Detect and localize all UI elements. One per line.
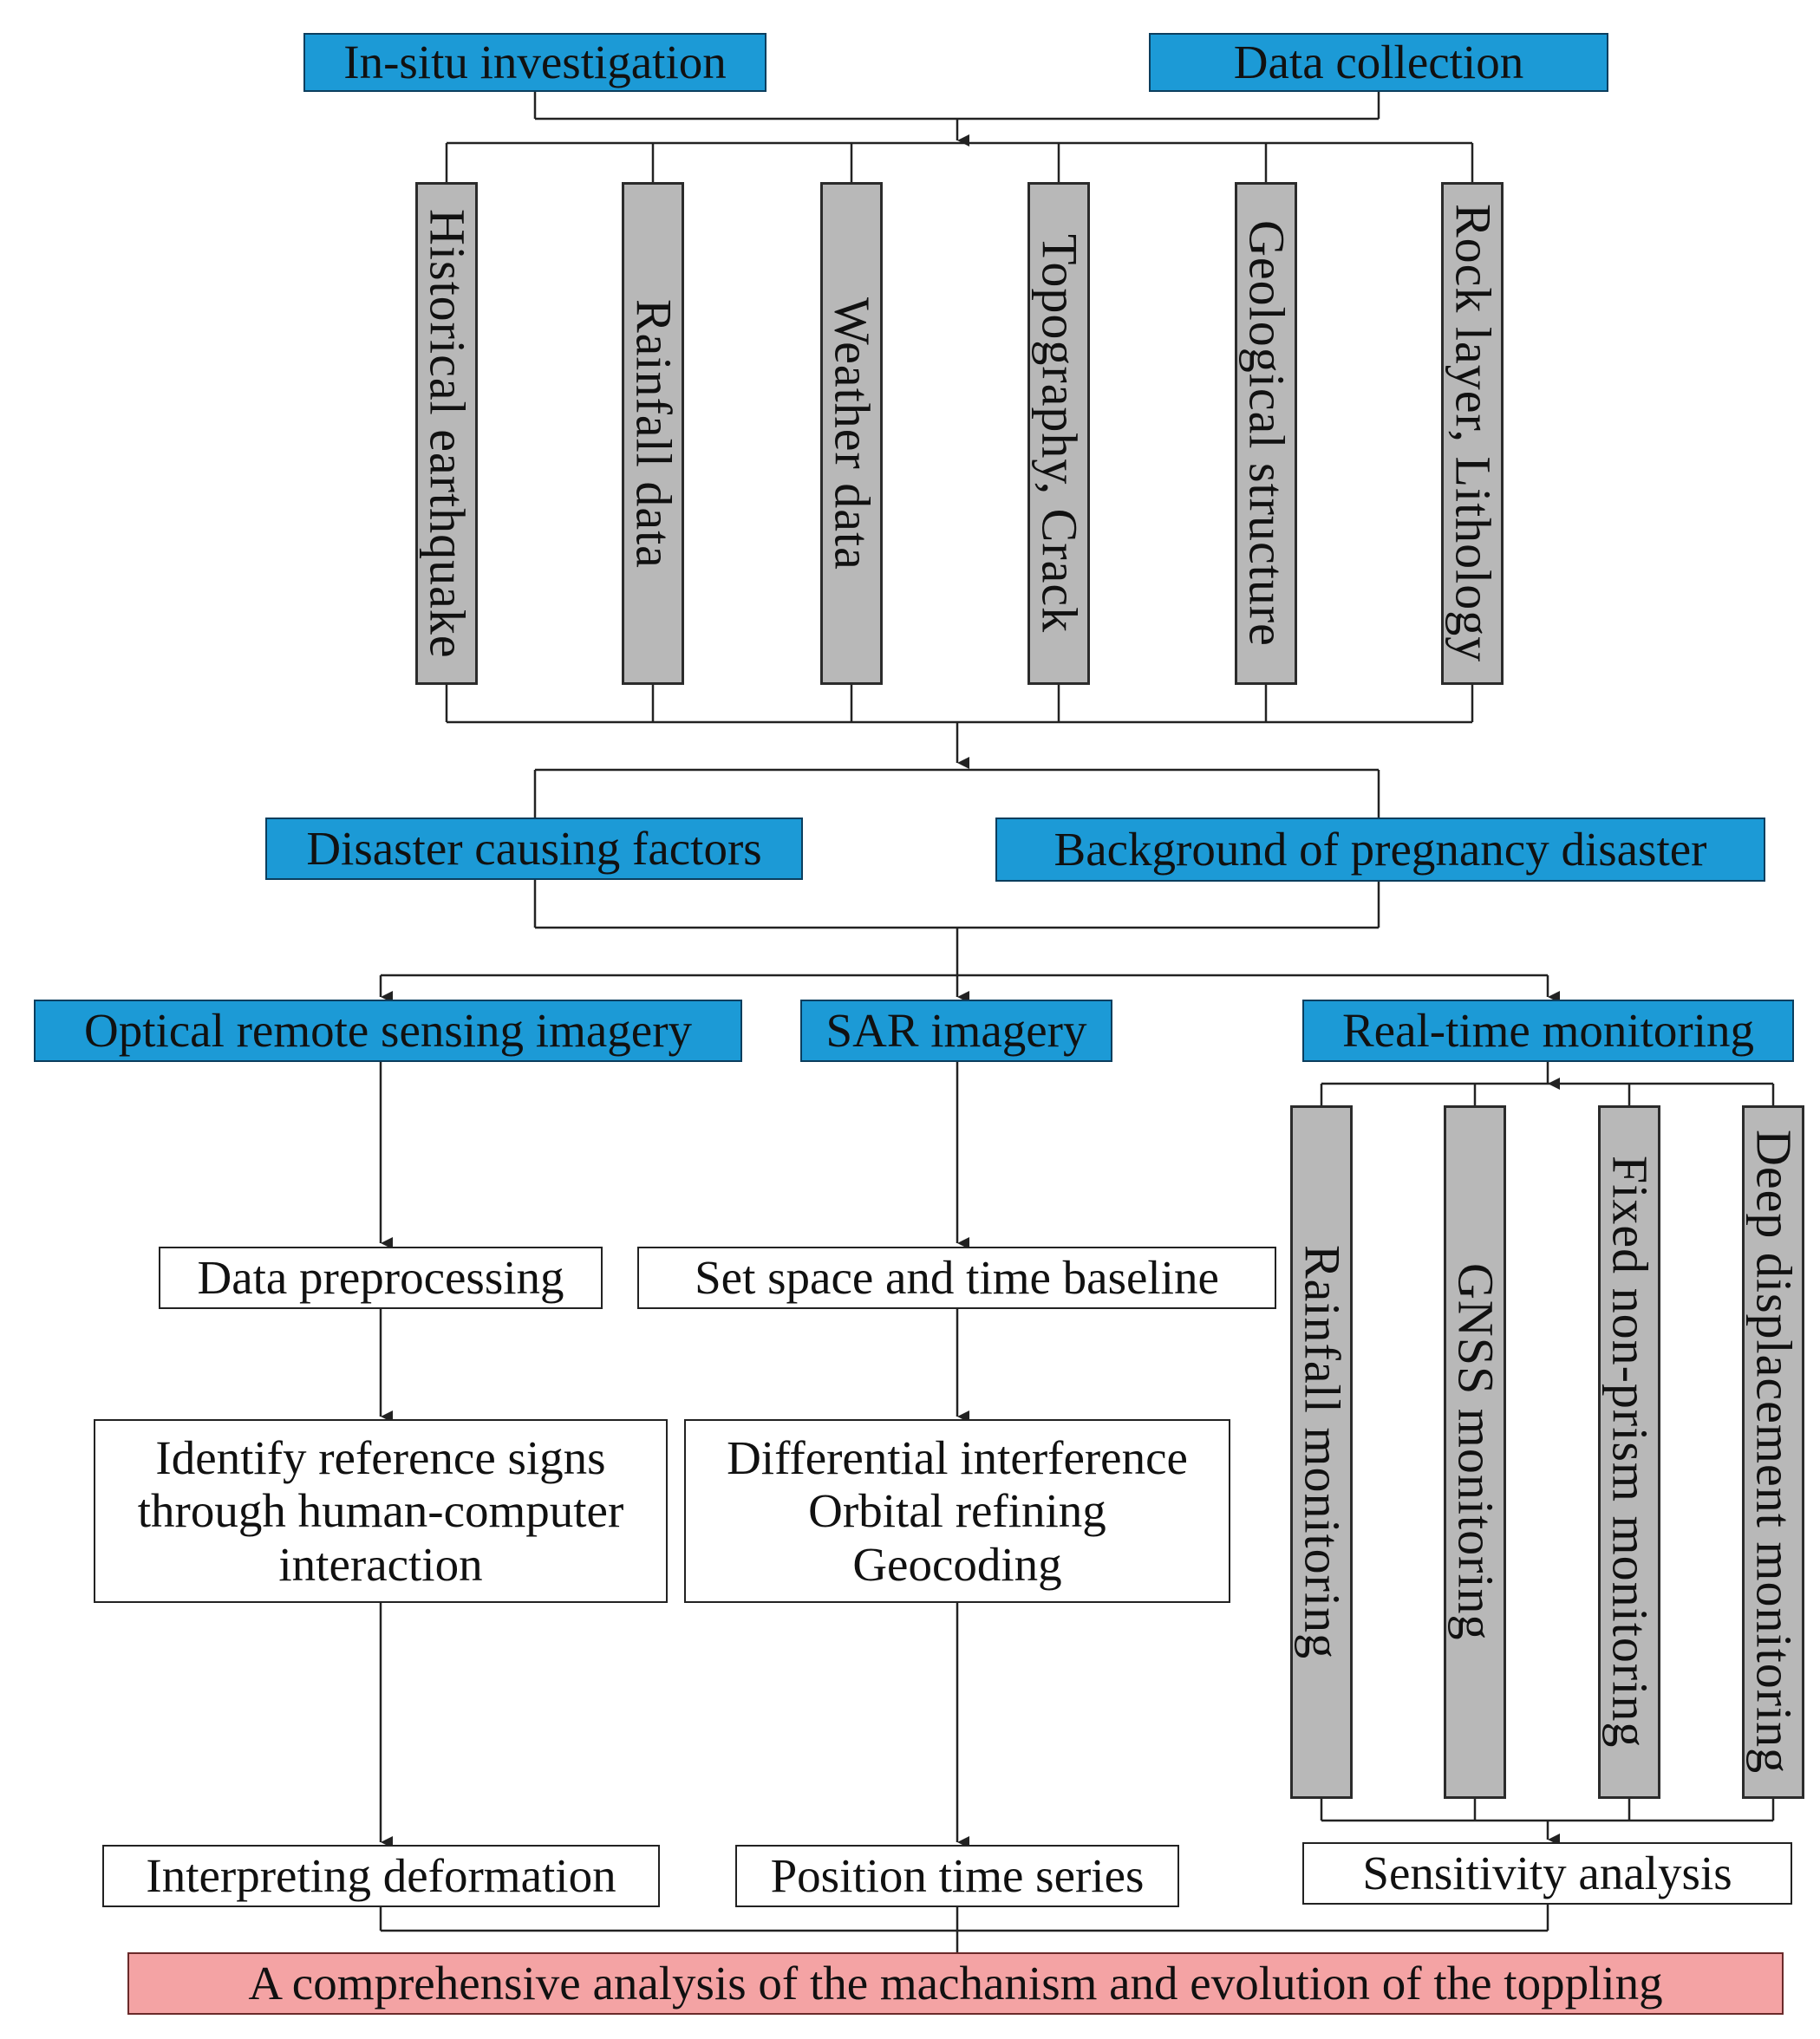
monitoring-box-rainfall: Rainfall monitoring — [1290, 1105, 1353, 1799]
position-time-series-box: Position time series — [735, 1845, 1179, 1907]
factor-label: Weather data — [824, 296, 881, 570]
monitoring-label: Deep displacement monitoring — [1745, 1130, 1803, 1775]
factor-box-topography-crack: Topography, Crack — [1027, 182, 1090, 685]
sar-imagery-label: SAR imagery — [825, 1004, 1087, 1058]
realtime-monitoring-box: Real-time monitoring — [1302, 1000, 1794, 1062]
monitoring-label: Fixed non-prism monitoring — [1601, 1156, 1659, 1749]
realtime-monitoring-label: Real-time monitoring — [1341, 1004, 1755, 1058]
sensitivity-analysis-box: Sensitivity analysis — [1302, 1842, 1792, 1905]
data-preprocessing-label: Data preprocessing — [197, 1251, 564, 1305]
monitoring-box-gnss: GNSS monitoring — [1444, 1105, 1506, 1799]
pregnancy-background-label: Background of pregnancy disaster — [1054, 823, 1707, 876]
factor-label: Topography, Crack — [1031, 233, 1088, 634]
interpreting-deformation-box: Interpreting deformation — [102, 1845, 660, 1907]
set-baseline-label: Set space and time baseline — [695, 1251, 1219, 1305]
data-preprocessing-box: Data preprocessing — [159, 1247, 603, 1309]
factor-box-weather-data: Weather data — [820, 182, 883, 685]
position-time-series-label: Position time series — [770, 1849, 1145, 1903]
conclusion-label: A comprehensive analysis of the machanis… — [248, 1957, 1663, 2010]
factor-box-historical-earthquake: Historical earthquake — [415, 182, 478, 685]
data-collection-box: Data collection — [1149, 33, 1608, 92]
monitoring-box-deep-displacement: Deep displacement monitoring — [1742, 1105, 1804, 1799]
set-baseline-box: Set space and time baseline — [637, 1247, 1276, 1309]
sensitivity-analysis-label: Sensitivity analysis — [1362, 1847, 1732, 1900]
conclusion-box: A comprehensive analysis of the machanis… — [127, 1952, 1784, 2015]
in-situ-investigation-label: In-situ investigation — [343, 36, 727, 89]
disaster-causing-factors-box: Disaster causing factors — [265, 818, 803, 880]
identify-reference-signs-box: Identify reference signs through human-c… — [94, 1419, 668, 1603]
monitoring-box-fixed-non-prism: Fixed non-prism monitoring — [1598, 1105, 1660, 1799]
sar-processing-box: Differential interference Orbital refini… — [684, 1419, 1230, 1603]
optical-imagery-box: Optical remote sensing imagery — [34, 1000, 742, 1062]
pregnancy-background-box: Background of pregnancy disaster — [995, 818, 1765, 882]
factor-label: Historical earthquake — [419, 208, 476, 659]
optical-imagery-label: Optical remote sensing imagery — [83, 1004, 693, 1058]
interpreting-deformation-label: Interpreting deformation — [146, 1849, 616, 1903]
data-collection-label: Data collection — [1233, 36, 1524, 89]
factor-box-rock-layer-lithology: Rock layer, Lithology — [1441, 182, 1504, 685]
monitoring-label: Rainfall monitoring — [1294, 1244, 1351, 1660]
factor-label: Geological structure — [1238, 220, 1295, 647]
identify-reference-signs-label: Identify reference signs through human-c… — [137, 1430, 624, 1591]
factor-box-geological-structure: Geological structure — [1235, 182, 1297, 685]
factor-label: Rainfall data — [625, 298, 682, 569]
monitoring-label: GNSS monitoring — [1447, 1263, 1504, 1641]
factor-label: Rock layer, Lithology — [1445, 204, 1502, 663]
disaster-causing-factors-label: Disaster causing factors — [306, 822, 762, 876]
in-situ-investigation-box: In-situ investigation — [303, 33, 766, 92]
factor-box-rainfall-data: Rainfall data — [622, 182, 684, 685]
sar-imagery-box: SAR imagery — [800, 1000, 1112, 1062]
sar-processing-label: Differential interference Orbital refini… — [727, 1430, 1188, 1591]
